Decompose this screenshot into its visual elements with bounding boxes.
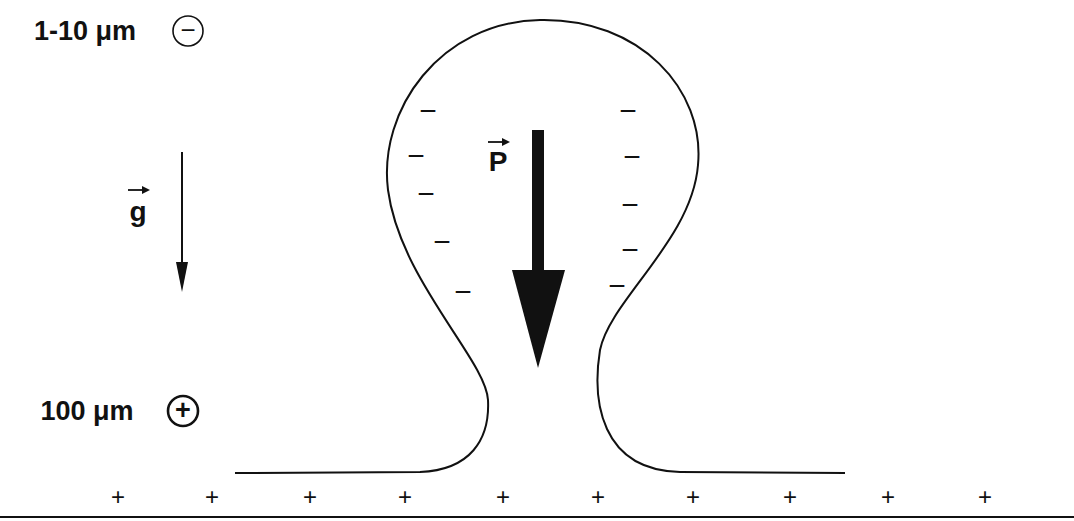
- charge-circle: [168, 396, 198, 426]
- droplet-outline: [235, 20, 845, 473]
- charge-sign: +: [978, 485, 992, 509]
- vector-sign: [502, 138, 510, 146]
- charge-sign: −: [621, 190, 639, 220]
- charge-sign: +: [881, 485, 895, 509]
- substrate-line: [0, 516, 1074, 518]
- charge-sign: −: [623, 142, 641, 172]
- vector-sign: [142, 186, 150, 194]
- force-arrowhead: [512, 270, 565, 368]
- charge-sign: −: [608, 271, 626, 301]
- charge-sign: +: [496, 485, 510, 509]
- charge-sign: −: [619, 96, 637, 126]
- charge-sign: −: [417, 179, 435, 209]
- charge-sign: −: [407, 141, 425, 171]
- charge-sign: −: [454, 277, 472, 307]
- size-label: 100 μm: [40, 398, 133, 425]
- charge-sign: +: [686, 485, 700, 509]
- charge-sign: −: [433, 227, 451, 257]
- gravity-arrowhead: [176, 262, 188, 292]
- force-arrow: [532, 130, 544, 272]
- charge-sign: −: [180, 17, 195, 43]
- charge-sign: +: [111, 485, 125, 509]
- charge-sign: +: [591, 485, 605, 509]
- size-label: 1-10 μm: [34, 18, 136, 45]
- charge-sign: +: [303, 485, 317, 509]
- gravity-arrow: [181, 152, 183, 274]
- charge-circle: [173, 16, 203, 46]
- charge-sign: −: [621, 235, 639, 265]
- charge-sign: +: [783, 485, 797, 509]
- charge-sign: +: [175, 397, 191, 424]
- charge-sign: +: [205, 485, 219, 509]
- charge-sign: −: [419, 96, 437, 126]
- vector-label: P: [489, 148, 508, 176]
- charge-sign: +: [398, 485, 412, 509]
- vector-label: g: [129, 198, 146, 226]
